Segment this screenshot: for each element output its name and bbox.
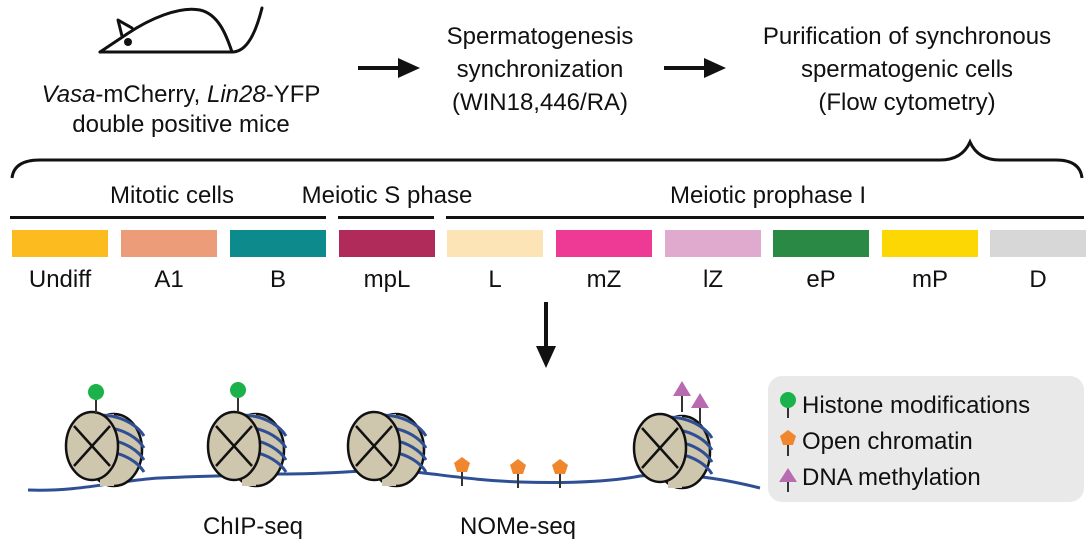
stage-label-lz: lZ xyxy=(703,266,723,293)
stage-swatch-mz xyxy=(556,230,652,257)
legend-open-chromatin: Open chromatin xyxy=(802,428,973,455)
green-circle-icon xyxy=(88,384,104,414)
green-circle-icon xyxy=(780,392,796,418)
mouse-icon xyxy=(98,6,264,54)
arrow-down-icon xyxy=(536,302,556,368)
step-purify-line3: (Flow cytometry) xyxy=(818,89,996,116)
nucleosome-icon xyxy=(64,410,146,488)
stage-label-b: B xyxy=(269,266,286,293)
group-label-mitotic: Mitotic cells xyxy=(109,182,235,209)
mice-label: Vasa-mCherry, Lin28-YFP xyxy=(41,81,321,108)
orange-pentagon-icon xyxy=(552,459,568,488)
group-line-meiotic-s xyxy=(338,216,434,219)
orange-pentagon-icon xyxy=(454,457,470,486)
method-chip-seq: ChIP-seq xyxy=(202,513,304,540)
legend-histone: Histone modifications xyxy=(802,392,1031,419)
stage-label-a1: A1 xyxy=(154,266,184,293)
stage-label-mpl: mpL xyxy=(363,266,411,293)
stage-label-l: L xyxy=(488,266,502,293)
stage-swatch-l xyxy=(447,230,543,257)
arrow-right-icon xyxy=(358,58,420,78)
nucleosome-icon xyxy=(632,412,714,490)
step-purify-line1: Purification of synchronous xyxy=(762,23,1052,50)
purple-triangle-icon xyxy=(779,468,797,492)
stage-label-ep: eP xyxy=(806,266,836,293)
method-nome-seq: NOMe-seq xyxy=(459,513,577,540)
step-sync-line1: Spermatogenesis xyxy=(446,23,634,50)
stage-label-undiff: Undiff xyxy=(28,266,92,293)
green-circle-icon xyxy=(230,382,246,412)
group-line-prophase xyxy=(446,216,1084,219)
group-label-prophase: Meiotic prophase I xyxy=(669,182,867,209)
stage-swatch-lz xyxy=(665,230,761,257)
stage-swatch-ep xyxy=(773,230,869,257)
step-sync-line3: (WIN18,446/RA) xyxy=(451,89,629,116)
purple-triangle-icon xyxy=(673,381,691,412)
step-purify-line2: spermatogenic cells xyxy=(800,56,1014,83)
nucleosome-icon xyxy=(346,410,428,488)
arrow-right-icon xyxy=(664,58,726,78)
nucleosome-icon xyxy=(206,410,288,488)
group-label-meiotic-s: Meiotic S phase xyxy=(301,182,473,209)
purple-triangle-icon xyxy=(691,393,709,424)
stage-label-mp: mP xyxy=(912,266,948,293)
stage-swatch-b xyxy=(230,230,326,257)
legend-dna-methylation: DNA methylation xyxy=(802,464,981,491)
stage-swatch-undiff xyxy=(12,230,108,257)
stage-swatch-mpl xyxy=(339,230,435,257)
stage-label-mz: mZ xyxy=(586,266,622,293)
legend: Histone modifications Open chromatin DNA… xyxy=(768,376,1084,502)
stage-swatch-a1 xyxy=(121,230,217,257)
group-line-mitotic xyxy=(10,216,326,219)
stage-label-d: D xyxy=(1029,266,1047,293)
mice-label-line2: double positive mice xyxy=(72,111,290,138)
stage-swatch-mp xyxy=(882,230,978,257)
stage-swatch-d xyxy=(990,230,1086,257)
brace xyxy=(10,138,1084,179)
step-sync-line2: synchronization xyxy=(456,56,624,83)
orange-pentagon-icon xyxy=(780,430,796,456)
orange-pentagon-icon xyxy=(510,459,526,488)
